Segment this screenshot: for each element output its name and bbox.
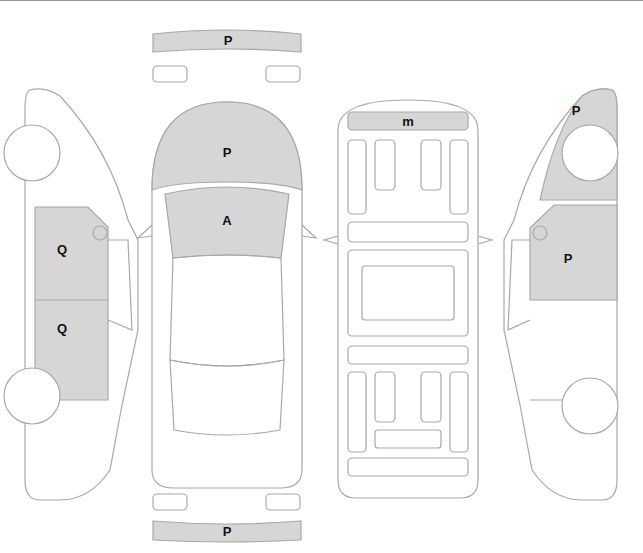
damage-code: P — [564, 252, 573, 265]
damage-code: A — [222, 214, 231, 227]
damage-code: P — [224, 34, 233, 47]
damage-code: P — [572, 104, 581, 117]
damage-code: Q — [57, 322, 67, 335]
damage-code: Q — [57, 243, 67, 256]
damage-code: P — [223, 146, 232, 159]
damage-code: m — [402, 115, 414, 128]
damage-code: P — [223, 525, 232, 538]
